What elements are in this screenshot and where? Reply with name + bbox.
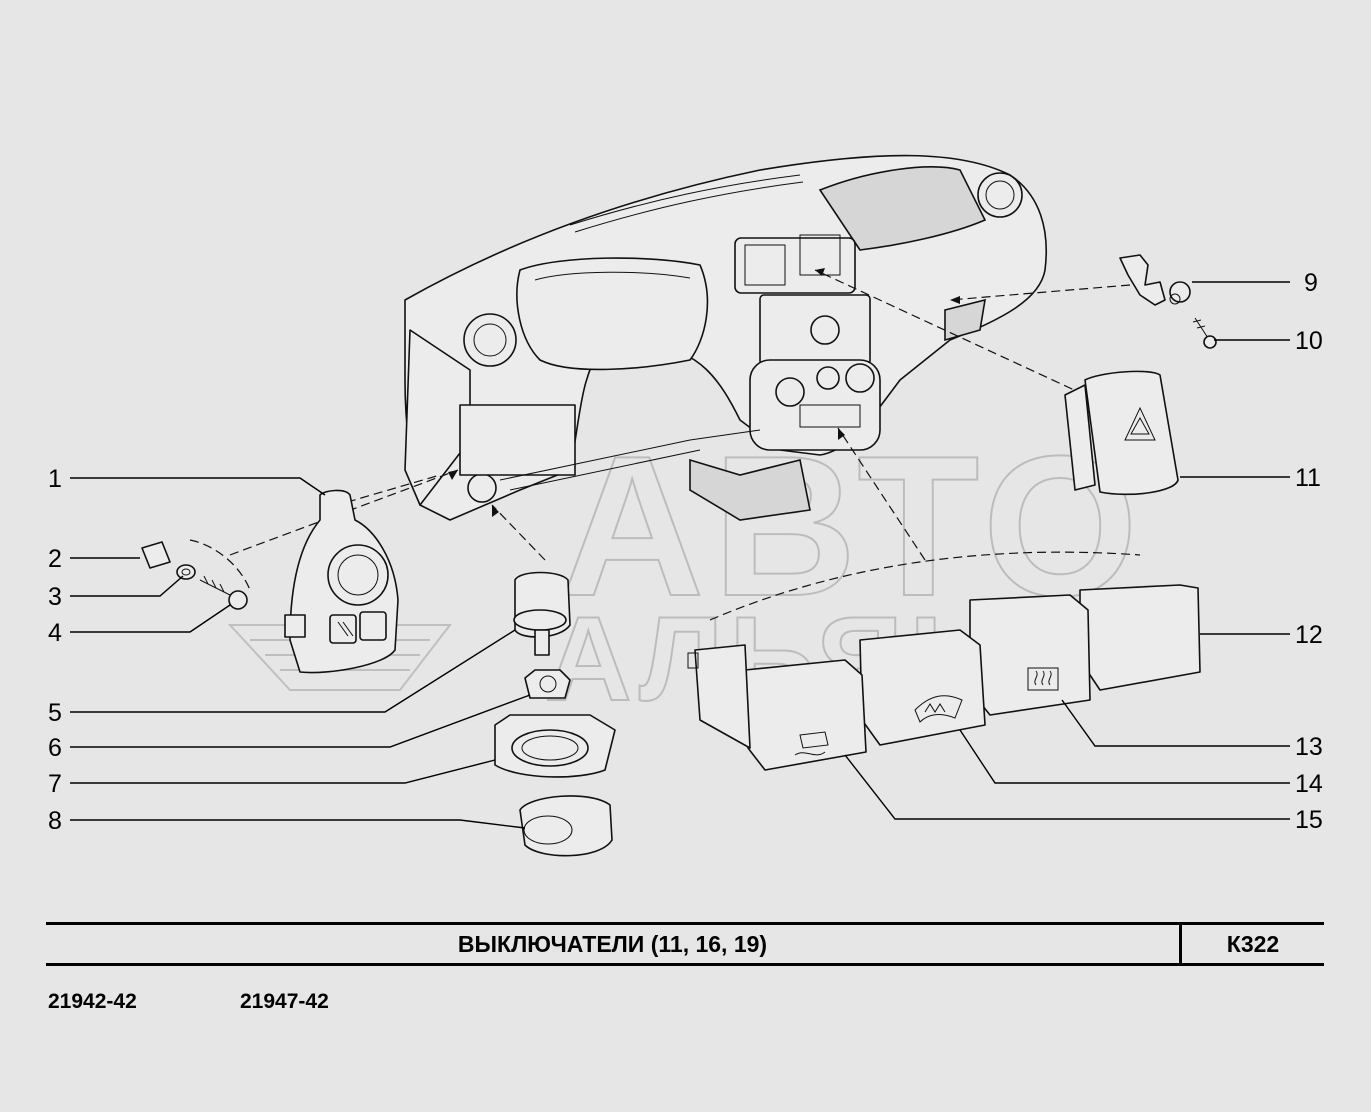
title-bar: ВЫКЛЮЧАТЕЛИ (11, 16, 19) К322 (46, 922, 1324, 966)
callout-labels: 1 2 3 4 5 6 7 8 9 10 11 12 13 14 15 (48, 269, 1323, 835)
light-switch-housing (284, 489, 399, 674)
callout-4: 4 (48, 619, 62, 647)
clip (141, 541, 171, 569)
callout-8: 8 (48, 807, 62, 835)
callout-3: 3 (48, 583, 62, 611)
callout-15: 15 (1295, 806, 1323, 834)
switch-block (687, 584, 1201, 771)
diagram-title: ВЫКЛЮЧАТЕЛИ (11, 16, 19) (457, 931, 768, 957)
door-sensor (1119, 254, 1191, 306)
windshield-heat-icon (914, 695, 963, 723)
rear-defrost-icon (1027, 667, 1059, 691)
callout-1: 1 (48, 465, 62, 493)
screw (199, 575, 248, 610)
callout-14: 14 (1295, 770, 1323, 798)
callout-11: 11 (1295, 464, 1321, 492)
assembly-lines (189, 268, 1141, 621)
callout-9: 9 (1304, 269, 1318, 297)
diagram-code: К322 (1226, 931, 1280, 957)
bezel (494, 714, 616, 778)
switch-body (513, 571, 571, 656)
fog-lamp-icon (337, 621, 354, 637)
dashboard (404, 154, 1048, 521)
hazard-triangle-icon (1124, 406, 1156, 441)
callout-12: 12 (1295, 621, 1323, 649)
washer (176, 564, 196, 580)
model-number-1: 21942-42 (48, 990, 137, 1013)
sensor-screw (1192, 317, 1217, 349)
callout-2: 2 (48, 545, 62, 573)
leader-lines (70, 281, 1290, 829)
callout-7: 7 (48, 770, 62, 798)
knob (519, 795, 613, 857)
callout-5: 5 (48, 699, 62, 727)
callout-6: 6 (48, 734, 62, 762)
nut (524, 669, 571, 699)
hazard-switch (1064, 370, 1179, 496)
callout-10: 10 (1295, 327, 1323, 355)
traction-control-icon (794, 731, 829, 756)
callout-13: 13 (1295, 733, 1323, 761)
title-divider (1179, 925, 1182, 963)
model-number-2: 21947-42 (240, 990, 329, 1013)
